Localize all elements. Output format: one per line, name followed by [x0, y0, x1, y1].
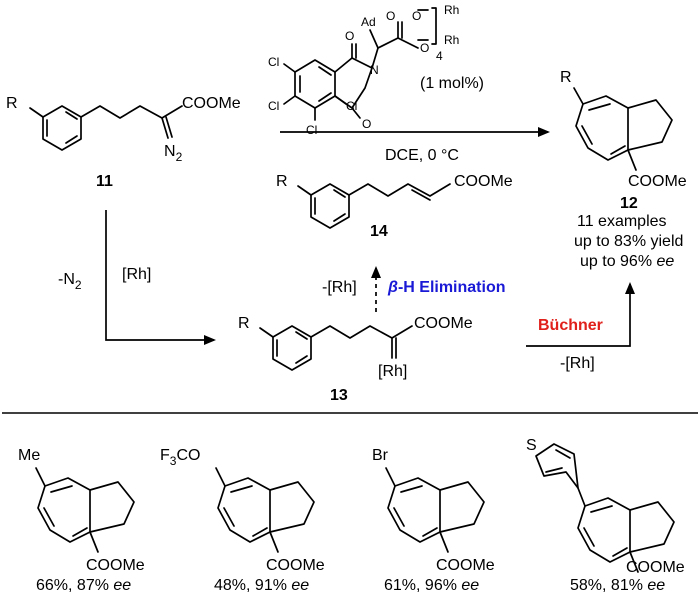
compound-13-number: 13 [330, 387, 348, 404]
cl-label-4: Cl [346, 99, 357, 113]
compound-14-r: R [276, 173, 288, 190]
product-4-ester: COOMe [626, 559, 685, 576]
cl-label-2: Cl [268, 99, 279, 113]
rh-bottom-label: Rh [444, 33, 459, 47]
compound-13-r: R [238, 315, 250, 332]
ad-label: Ad [361, 15, 376, 29]
product-3-substituent: Br [372, 447, 389, 464]
beta-elimination-label: β-H Elimination [387, 279, 506, 296]
compound-12-examples: 11 examples [577, 213, 667, 230]
compound-13-ester: COOMe [414, 315, 473, 332]
product-example-3: Br COOMe 61%, 96% ee [372, 447, 495, 594]
beta-rh-label: -[Rh] [322, 279, 357, 296]
compound-13-rh: [Rh] [378, 363, 407, 380]
compound-14-ester: COOMe [454, 173, 513, 190]
compound-12-r: R [560, 69, 572, 86]
compound-14-number: 14 [370, 223, 388, 240]
loss-n2-label: -N2 [58, 271, 82, 292]
catalyst-loading: (1 mol%) [420, 75, 484, 92]
product-1-result: 66%, 87% ee [36, 577, 131, 594]
product-example-1: Me COOMe 66%, 87% ee [18, 447, 145, 594]
cl-label-1: Cl [268, 55, 279, 69]
ester-o3-label: O [420, 41, 429, 55]
product-2-substituent: F3CO [160, 447, 200, 468]
carbonyl-o-top: O [345, 29, 354, 43]
ester-o2-label: O [412, 9, 421, 23]
cl-label-3: Cl [306, 123, 317, 137]
rh-catalyst-label: [Rh] [122, 266, 151, 283]
catalyst-structure: Ad O O O Rh Rh 4 O N O Cl Cl Cl Cl (1 mo… [268, 3, 484, 137]
imide-n-label: N [370, 63, 379, 77]
ester-o1-label: O [386, 9, 395, 23]
rh-top-label: Rh [444, 3, 459, 17]
conditions-label: DCE, 0 °C [385, 147, 459, 164]
product-4-result: 58%, 81% ee [570, 577, 665, 594]
compound-11-ester: COOMe [182, 95, 241, 112]
product-1-ester: COOMe [86, 557, 145, 574]
compound-14: R COOMe 14 [276, 173, 513, 240]
compound-11-n2: N2 [164, 143, 183, 164]
compound-12: R COOMe 12 11 examples up to 83% yield u… [560, 69, 687, 270]
compound-11-r: R [6, 95, 18, 112]
carbonyl-o-bottom: O [362, 117, 371, 131]
buchner-label: Büchner [538, 317, 603, 334]
compound-12-ester: COOMe [628, 173, 687, 190]
carbene-formation-arrow [105, 210, 216, 345]
product-2-ester: COOMe [266, 557, 325, 574]
compound-12-number: 12 [620, 195, 638, 212]
product-2-result: 48%, 91% ee [214, 577, 309, 594]
product-3-result: 61%, 96% ee [384, 577, 479, 594]
product-example-2: F3CO COOMe 48%, 91% ee [160, 447, 325, 594]
compound-12-yield: up to 83% yield [574, 233, 683, 250]
tetramer-subscript: 4 [436, 49, 443, 63]
compound-11-number: 11 [96, 173, 113, 190]
compound-13: R COOMe [Rh] 13 [238, 315, 473, 404]
product-3-ester: COOMe [436, 557, 495, 574]
compound-11: R COOMe N2 11 [6, 95, 241, 190]
buchner-arrow [526, 282, 635, 347]
product-1-substituent: Me [18, 447, 40, 464]
product-example-4: S COOMe 58%, 81% ee [526, 437, 685, 594]
compound-12-ee: up to 96% ee [580, 253, 674, 270]
buchner-rh-label: -[Rh] [560, 355, 595, 372]
product-4-substituent: S [526, 437, 537, 454]
